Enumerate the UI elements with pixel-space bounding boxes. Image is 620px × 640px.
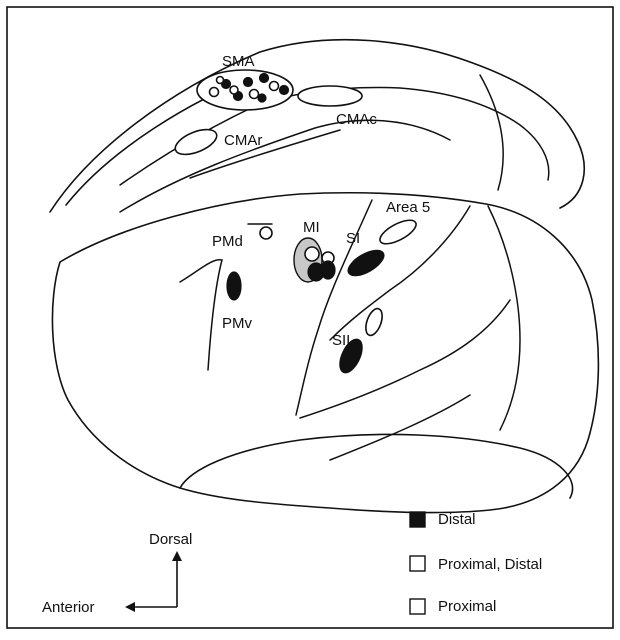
medial-fold <box>480 75 503 190</box>
sma-region: SMA <box>197 53 293 110</box>
orientation-indicator: Dorsal Anterior <box>42 531 192 616</box>
legend-swatch-proximal-distal <box>410 556 425 571</box>
sma-dot-distal <box>244 78 253 87</box>
lateral-outline <box>52 193 598 513</box>
temporal-lobe <box>180 434 573 498</box>
mi-region: MI <box>294 219 335 282</box>
legend-label-proximal-distal: Proximal, Distal <box>438 556 542 573</box>
label-pmd: PMd <box>212 233 243 250</box>
medial-outline <box>50 40 584 212</box>
sma-dot-proximal <box>210 88 219 97</box>
label-cmac: CMAc <box>336 111 377 128</box>
arcuate-sulcus <box>180 260 222 370</box>
sma-dot-distal <box>260 74 269 83</box>
label-cmar: CMAr <box>224 132 262 149</box>
cmar-region <box>172 124 220 159</box>
label-mi: MI <box>303 219 320 236</box>
label-sma: SMA <box>222 53 255 70</box>
sma-dot-distal <box>280 86 289 95</box>
legend-swatch-distal <box>410 512 425 527</box>
sii-proximal <box>363 306 386 337</box>
legend-swatch-proximal <box>410 599 425 614</box>
lateral-hemisphere <box>52 193 598 513</box>
lunate-sulcus <box>488 206 520 430</box>
mi-distal <box>321 261 335 279</box>
sma-dot-proximal <box>217 77 224 84</box>
superior-temporal-sulcus <box>330 395 470 460</box>
label-dorsal: Dorsal <box>149 531 192 548</box>
legend: Distal Proximal, Distal Proximal <box>410 511 542 615</box>
pmd-region <box>260 227 272 239</box>
cmac-region <box>298 86 362 106</box>
label-si: SI <box>346 230 360 247</box>
medial-hemisphere <box>50 40 584 212</box>
sma-dot-distal <box>258 94 266 102</box>
label-sii: SII <box>332 332 350 349</box>
label-anterior: Anterior <box>42 599 95 616</box>
sma-dot-proximal <box>270 82 279 91</box>
label-pmv: PMv <box>222 315 253 332</box>
label-area5: Area 5 <box>386 199 430 216</box>
pmv-region <box>227 272 241 300</box>
si-region <box>344 245 388 281</box>
dorsal-arrowhead <box>172 551 182 561</box>
legend-label-distal: Distal <box>438 511 476 528</box>
legend-label-proximal: Proximal <box>438 598 496 615</box>
anterior-arrowhead <box>125 602 135 612</box>
sma-dot-proximal <box>250 90 259 99</box>
area5-region <box>377 216 420 249</box>
mi-proximal <box>305 247 319 261</box>
sylvian-fissure <box>300 300 510 418</box>
sma-dot-proximal <box>230 86 238 94</box>
